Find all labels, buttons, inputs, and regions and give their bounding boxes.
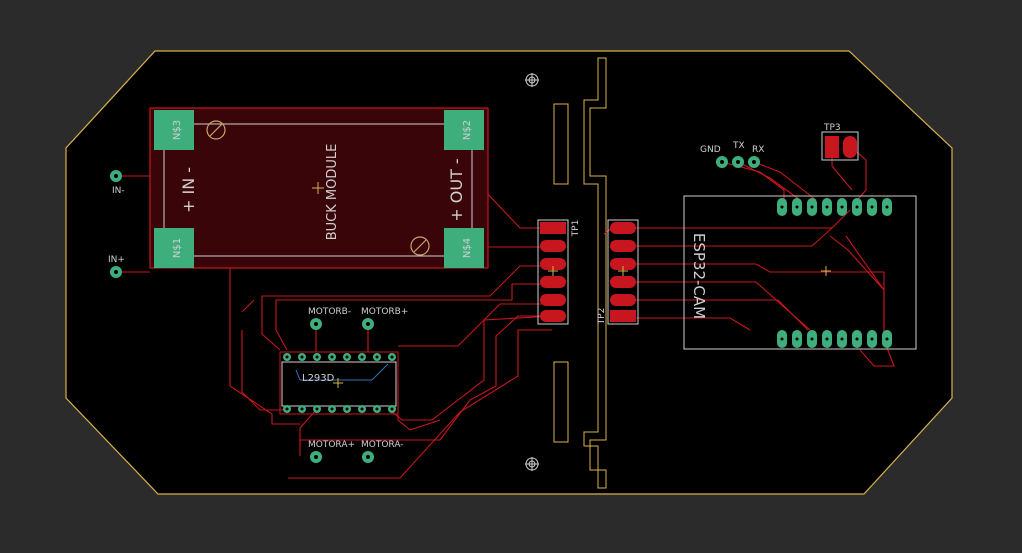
tp1-origin-mark — [548, 266, 558, 276]
slot-bottom — [553, 361, 569, 443]
buck-pad-n4 — [444, 228, 484, 268]
motorb-plus-pad — [362, 318, 374, 330]
tp3-connector — [821, 131, 859, 161]
buck-pad-label-n4: N$4 — [462, 238, 473, 258]
tp1-connector — [537, 219, 569, 325]
l293d-label: L293D — [302, 373, 335, 384]
motora-plus-pad — [310, 451, 322, 463]
in-plus-pad — [110, 266, 122, 278]
buck-pad-label-n1: N$1 — [172, 238, 183, 258]
tp2-origin-mark — [618, 266, 628, 276]
esp32-cam-module — [683, 195, 917, 350]
in-minus-pad — [110, 170, 122, 182]
motora-minus-label: MOTORA- — [361, 440, 404, 450]
motora-plus-label: MOTORA+ — [308, 440, 355, 450]
fiducial-top — [525, 73, 539, 87]
rx-label: RX — [752, 145, 764, 155]
board-slot — [583, 57, 607, 489]
tp2-connector — [607, 219, 639, 325]
buck-screw-top — [206, 120, 226, 140]
buck-screw-bottom — [410, 236, 430, 256]
esp32-cam-label: ESP32-CAM — [690, 233, 708, 319]
buck-module-label: BUCK MODULE — [325, 144, 340, 241]
motorb-plus-label: MOTORB+ — [361, 307, 408, 317]
buck-pad-n3 — [154, 110, 194, 150]
in-minus-label: IN- — [112, 186, 125, 196]
tp3-label: TP3 — [823, 123, 841, 133]
slot-top — [553, 103, 569, 185]
motora-minus-pad — [362, 451, 374, 463]
buck-pad-label-n2: N$2 — [462, 120, 473, 140]
uart-header-pads — [716, 156, 760, 168]
motorb-minus-pad — [310, 318, 322, 330]
esp32-pin-holes — [780, 205, 889, 341]
l293d-pin-holes — [285, 355, 394, 411]
buck-out-polarity: + OUT - — [447, 158, 466, 221]
buck-in-polarity: + IN - — [179, 167, 198, 213]
l293d-origin-mark — [333, 378, 343, 388]
tp1-label: TP1 — [571, 220, 581, 238]
buck-pad-n1 — [154, 228, 194, 268]
fiducial-bottom — [525, 457, 539, 471]
l293d-ic — [279, 351, 399, 415]
buck-pad-n2 — [444, 110, 484, 150]
l293d-pins-bottom — [283, 405, 396, 413]
esp32-origin-mark — [821, 266, 831, 276]
tx-label: TX — [732, 141, 745, 151]
gnd-label: GND — [700, 145, 721, 155]
buck-pad-label-n3: N$3 — [172, 120, 183, 140]
buck-origin-mark — [312, 182, 324, 194]
in-plus-label: IN+ — [108, 255, 125, 265]
motorb-minus-label: MOTORB- — [308, 307, 351, 317]
tp2-label: TP2 — [597, 308, 607, 326]
